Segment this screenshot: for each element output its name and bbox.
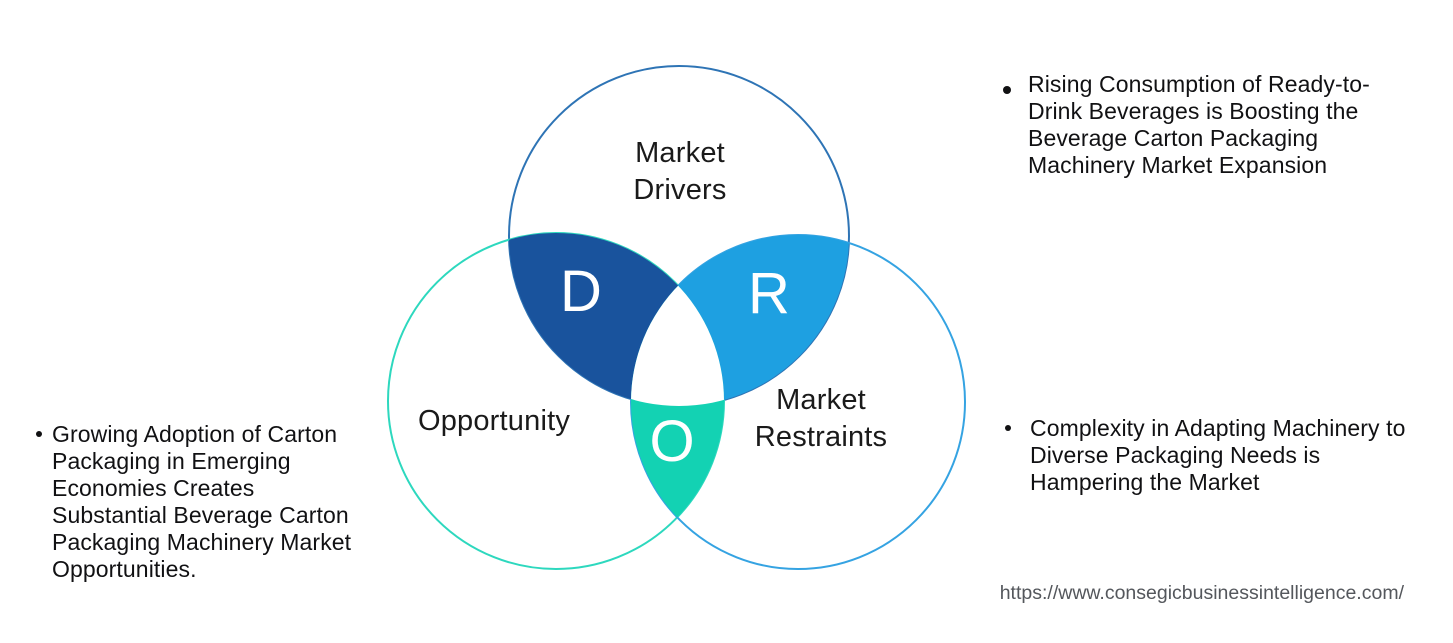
- bullet-icon: [1003, 86, 1011, 94]
- drivers-label: Market Drivers: [580, 135, 780, 209]
- restraint-note-text: Complexity in Adapting Machinery to Dive…: [1030, 415, 1406, 495]
- restraints-label-line1: Market: [776, 384, 866, 416]
- opportunity-note: Growing Adoption of Carton Packaging in …: [36, 421, 362, 583]
- drivers-label-line2: Drivers: [633, 174, 727, 206]
- source-url: https://www.consegicbusinessintelligence…: [999, 582, 1404, 604]
- drivers-label-line1: Market: [635, 137, 725, 169]
- drivers-letter: D: [560, 259, 602, 324]
- opportunity-letter: O: [649, 409, 695, 474]
- restraints-letter: R: [748, 261, 790, 326]
- opportunity-label: Opportunity: [417, 405, 571, 437]
- restraint-note: Complexity in Adapting Machinery to Dive…: [1005, 415, 1430, 496]
- driver-note: Rising Consumption of Ready-to-Drink Bev…: [1003, 71, 1395, 179]
- bullet-icon: [1005, 425, 1011, 431]
- opportunity-note-text: Growing Adoption of Carton Packaging in …: [52, 421, 352, 582]
- restraints-label: Market Restraints: [721, 382, 921, 456]
- restraints-label-line2: Restraints: [754, 421, 888, 453]
- bullet-icon: [36, 431, 42, 437]
- driver-note-text: Rising Consumption of Ready-to-Drink Bev…: [1028, 71, 1370, 178]
